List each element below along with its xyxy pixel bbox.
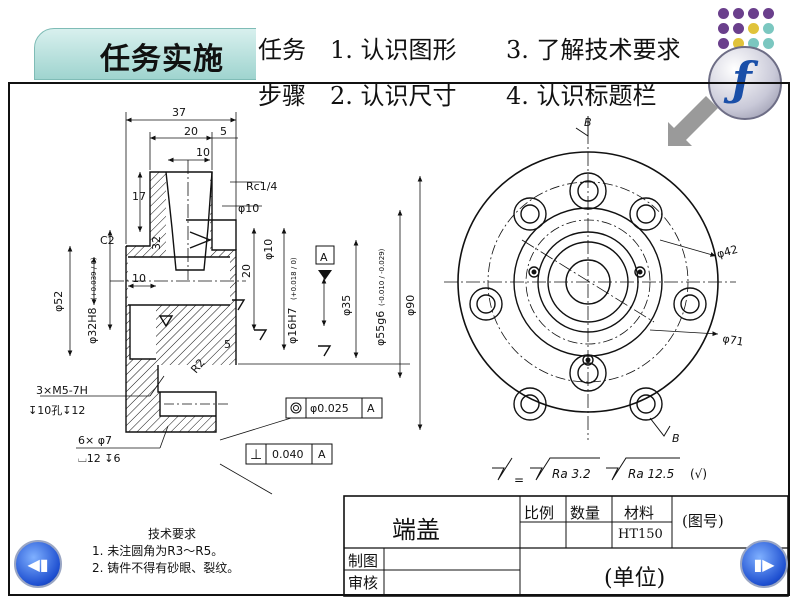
dim-32: 32 <box>150 236 163 250</box>
task-item-1: 1. 认识图形 <box>330 36 457 64</box>
perp-symbol: ⊥ <box>250 447 262 463</box>
tb-drawn: 制图 <box>348 552 379 570</box>
dim-phi10a: φ10 <box>238 202 259 215</box>
dim-phi16-tol: (+0.018 / 0) <box>290 257 298 300</box>
dim-phi55: φ55g6 <box>374 311 387 346</box>
dim-5a: 5 <box>220 125 227 138</box>
dim-5b: 5 <box>224 338 231 351</box>
finish-check: (√) <box>690 467 707 481</box>
dim-20: 20 <box>184 125 198 138</box>
coax-ref: A <box>367 402 375 415</box>
dim-10b: 10 <box>132 272 146 285</box>
title-block <box>343 495 789 597</box>
cbore-callout: 6× φ7 <box>78 434 112 447</box>
tb-drawing-no: (图号) <box>682 512 724 530</box>
task-item-4: 4. 认识标题栏 <box>506 82 657 110</box>
dim-c2: C2 <box>100 234 115 247</box>
tb-material: 材料 <box>624 504 655 522</box>
requirement-item-2: 2. 铸件不得有砂眼、裂纹。 <box>92 561 240 575</box>
tolerance-frames <box>245 397 383 465</box>
drawing-frame <box>8 82 790 596</box>
dim-phi90: φ90 <box>404 295 417 316</box>
dim-phi42: φ42 <box>715 243 739 261</box>
title-tab <box>34 28 266 80</box>
dim-phi55-tol: (-0.010 / -0.029) <box>378 248 386 306</box>
requirement-item-1: 1. 未注圆角为R3～R5。 <box>92 544 224 558</box>
dim-17: 17 <box>132 190 146 203</box>
dim-10a: 10 <box>196 146 210 159</box>
perp-value: 0.040 <box>272 448 304 461</box>
finish-ra32: Ra 3.2 <box>552 467 591 481</box>
thread-depth: ↧10孔↧12 <box>28 404 85 417</box>
dim-phi32: φ32H8 <box>86 307 99 344</box>
cbore-depth: ⌴12 ↧6 <box>78 452 121 465</box>
b-label-bottom: B <box>672 432 680 445</box>
tb-material-value: HT150 <box>618 527 663 542</box>
dim-phi10b: φ10 <box>262 239 275 260</box>
finish-ra125: Ra 12.5 <box>628 467 674 481</box>
technical-requirements: 技术要求 1. 未注圆角为R3～R5。 2. 铸件不得有砂眼、裂纹。 <box>92 526 239 577</box>
dimension-lines <box>40 112 423 495</box>
tb-qty: 数量 <box>570 504 601 522</box>
next-slide-button[interactable]: ▮▶ <box>740 540 788 588</box>
dim-phi52: φ52 <box>52 291 65 312</box>
surface-finish-legend <box>492 457 680 481</box>
thread-callout: 3×M5-7H <box>36 384 88 397</box>
task-label: 任务 <box>258 36 306 64</box>
dim-37: 37 <box>172 106 186 119</box>
tb-scale: 比例 <box>524 504 555 522</box>
step-label: 步骤 <box>258 82 306 110</box>
page-title: 任务实施 <box>100 42 224 77</box>
tb-checked: 审核 <box>348 574 379 592</box>
finish-equals: = <box>514 473 524 487</box>
dim-20b: 20 <box>240 264 253 278</box>
dim-phi32-tol: (+0.039 / 0) <box>90 257 98 300</box>
perp-ref: A <box>318 448 326 461</box>
datum-symbol <box>315 245 335 280</box>
coax-value: φ0.025 <box>310 402 349 415</box>
prev-slide-button[interactable]: ◀▮ <box>14 540 62 588</box>
dim-phi35: φ35 <box>340 295 353 316</box>
tb-unit: (单位) <box>604 566 666 591</box>
dim-phi16: φ16H7 <box>286 307 299 344</box>
dim-rc: Rc1/4 <box>246 180 277 193</box>
decor-arrow <box>668 96 718 146</box>
section-view <box>110 160 332 433</box>
b-label-top: B <box>584 116 592 129</box>
task-box: 任务 1. 认识图形 3. 了解技术要求 步骤 2. 认识尺寸 4. 认识标题栏 <box>256 26 696 110</box>
front-view <box>444 116 736 440</box>
requirements-heading: 技术要求 <box>148 527 197 541</box>
datum-letter: A <box>320 251 328 264</box>
task-item-2: 2. 认识尺寸 <box>330 82 457 110</box>
dim-phi71: φ71 <box>721 332 744 348</box>
part-name: 端盖 <box>392 516 440 544</box>
task-item-3: 3. 了解技术要求 <box>506 36 681 64</box>
